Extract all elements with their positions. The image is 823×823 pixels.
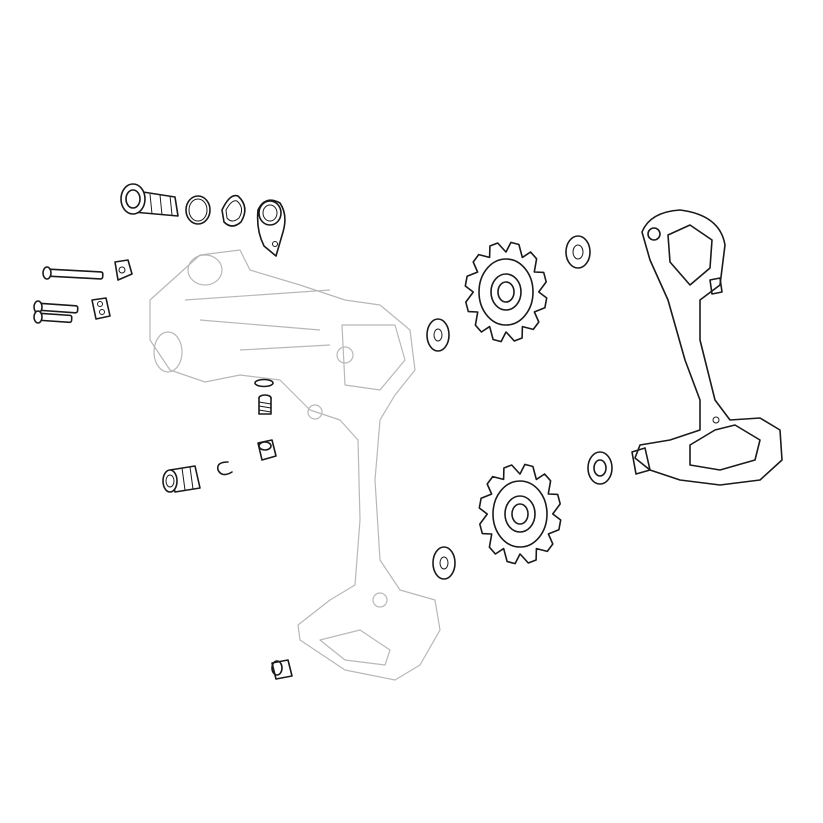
outer-cage-plate (631, 209, 783, 486)
pulley-washer-left-lower (432, 546, 456, 580)
upper-pulley (464, 241, 548, 343)
pulley-washer-right-upper (565, 235, 591, 269)
hanger-tab (256, 199, 286, 257)
pulley-washer-left-upper (426, 318, 450, 352)
washer-small (254, 378, 274, 388)
pulley-bore (497, 281, 515, 303)
short-bolts (33, 300, 79, 324)
pulley-rim (492, 480, 548, 548)
o-ring (185, 195, 211, 225)
long-bolt (42, 266, 104, 280)
barrel-nut (257, 439, 277, 461)
lower-pulley (478, 463, 562, 565)
pulley-washer-right-lower (587, 451, 613, 485)
cable-adjuster (162, 465, 201, 493)
cable-clamp-nut (114, 259, 133, 281)
derailleur-body-ghost (149, 249, 441, 681)
pulley-bore (511, 503, 529, 525)
pulley-teeth (464, 241, 548, 343)
pulley-teeth (478, 463, 562, 565)
square-washer (221, 194, 246, 227)
small-clamp-plate (91, 297, 111, 320)
pulley-bearing (504, 495, 536, 533)
c-clip (216, 461, 233, 476)
pulley-bearing (490, 273, 522, 311)
cage-end-nut (271, 659, 293, 680)
pulley-rim (478, 258, 534, 326)
limit-screw (258, 394, 272, 415)
b-bolt-bushing (120, 183, 179, 217)
